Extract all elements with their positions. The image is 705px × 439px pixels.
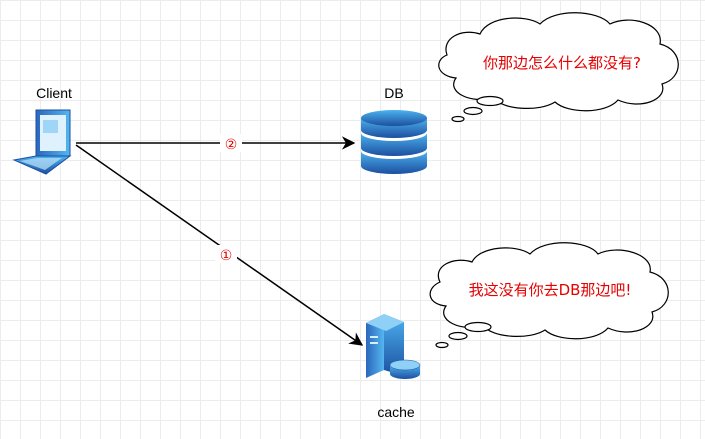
db-thought-text: 你那边怎么什么都没有? [483, 54, 641, 72]
cache-node[interactable]: cache [366, 314, 421, 420]
thought-cloud-cache: 我这没有你去DB那边吧! [429, 242, 669, 349]
svg-text:②: ② [225, 137, 238, 153]
cache-label: cache [377, 404, 415, 420]
cache-thought-text: 我这没有你去DB那边吧! [469, 281, 632, 299]
edge-label-step-1: ① [215, 245, 237, 264]
db-node[interactable]: DB [361, 85, 427, 174]
database-icon [361, 110, 427, 174]
db-label: DB [384, 85, 403, 101]
client-label: Client [36, 85, 72, 101]
client-node[interactable]: Client [12, 85, 72, 175]
edge-label-step-2: ② [220, 134, 242, 153]
thought-cloud-db: 你那边怎么什么都没有? [438, 12, 679, 123]
svg-text:①: ① [220, 248, 233, 264]
server-icon [366, 314, 421, 379]
laptop-icon [12, 109, 72, 175]
